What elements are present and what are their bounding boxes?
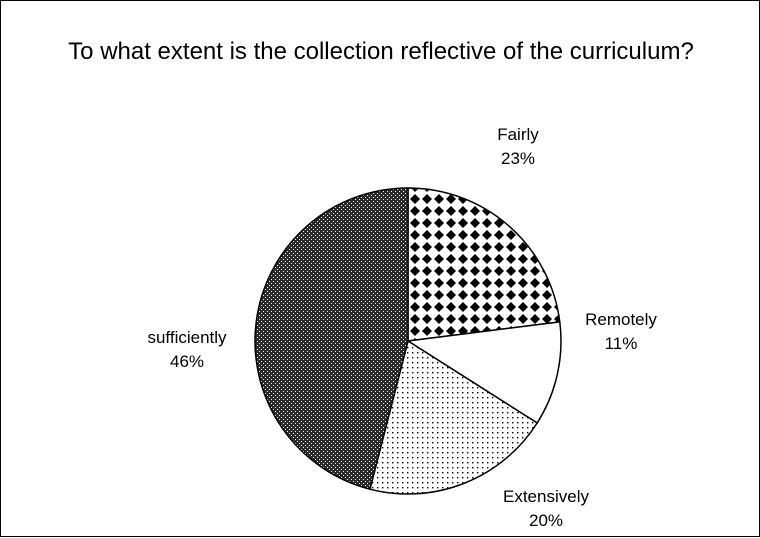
slice-label-remotely: Remotely 11%	[585, 310, 657, 353]
slice-name: Fairly	[497, 125, 539, 144]
slice-label-sufficiently: sufficiently 46%	[147, 328, 227, 371]
slice-name: Extensively	[503, 487, 589, 506]
slice-percent: 46%	[170, 352, 204, 371]
slice-percent: 11%	[605, 334, 638, 353]
pie-slice-remotely	[405, 320, 562, 425]
slice-percent: 23%	[501, 149, 535, 168]
chart-title: To what extent is the collection reflect…	[68, 38, 694, 65]
slice-name: Remotely	[585, 310, 657, 329]
pie-slice-sufficiently	[254, 187, 409, 491]
slice-name: sufficiently	[147, 328, 227, 347]
slice-label-extensively: Extensively 20%	[503, 487, 589, 530]
slice-label-fairly: Fairly 23%	[497, 125, 539, 168]
slice-percent: 20%	[529, 511, 563, 530]
pie-slice-fairly	[407, 187, 561, 342]
pie-slice-extensively	[369, 339, 539, 495]
